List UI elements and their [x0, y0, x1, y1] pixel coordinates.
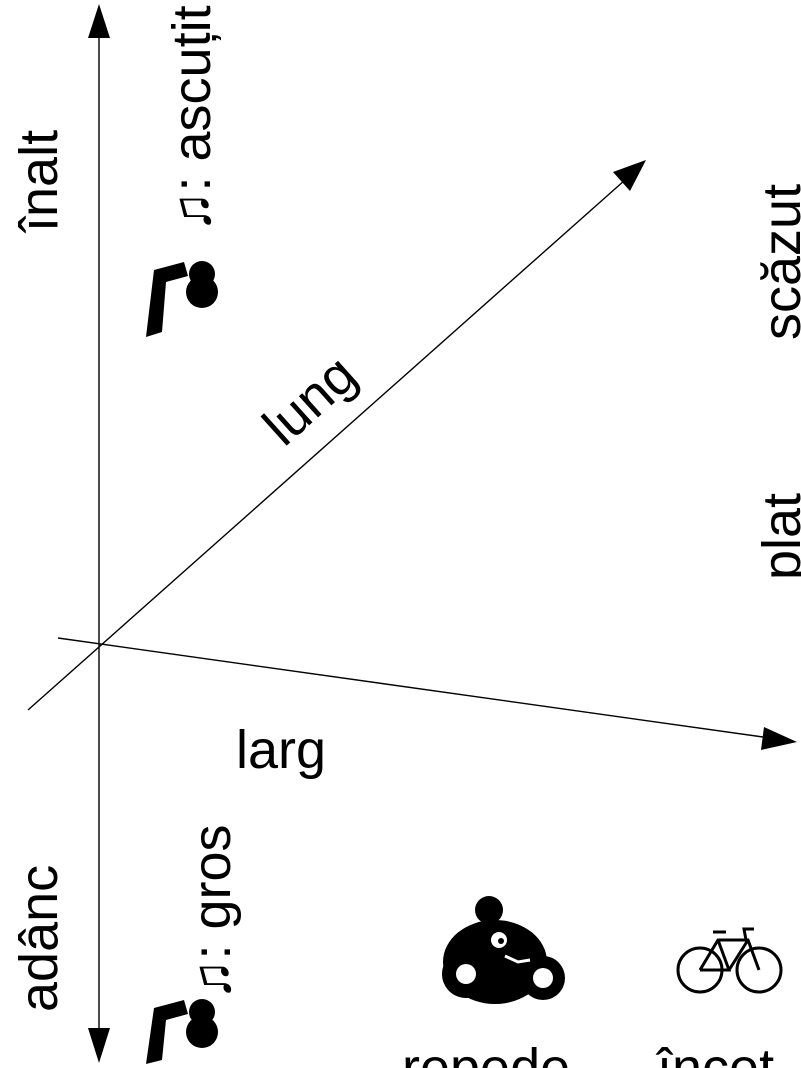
clipped-label-top: scăzut [752, 184, 801, 340]
horizontal-axis [57, 637, 771, 739]
diagonal-axis-arrow [613, 160, 646, 191]
music-note-icon [146, 999, 218, 1064]
clipped-label-middle: plat [752, 493, 801, 580]
horizontal-axis-arrow [761, 727, 797, 750]
speed-fast-label: repede [402, 1038, 570, 1068]
diagonal-axis [27, 179, 626, 711]
horizontal-axis-label: larg [236, 720, 326, 780]
motorcycle-icon [442, 896, 565, 1004]
note-label-low: ♫: gros [182, 824, 242, 1000]
vertical-axis-arrow-bottom [88, 1028, 110, 1063]
music-note-icon [146, 261, 218, 337]
speed-slow-label: încet [655, 1038, 774, 1068]
bicycle-icon [676, 927, 783, 994]
note-label-high: ♫: ascuțit [162, 5, 222, 232]
diagonal-axis-label: lung [252, 344, 368, 457]
vertical-axis-arrow-top [88, 4, 110, 38]
axis-label-top: înalt [9, 130, 69, 234]
axis-label-bottom: adânc [9, 865, 69, 1012]
